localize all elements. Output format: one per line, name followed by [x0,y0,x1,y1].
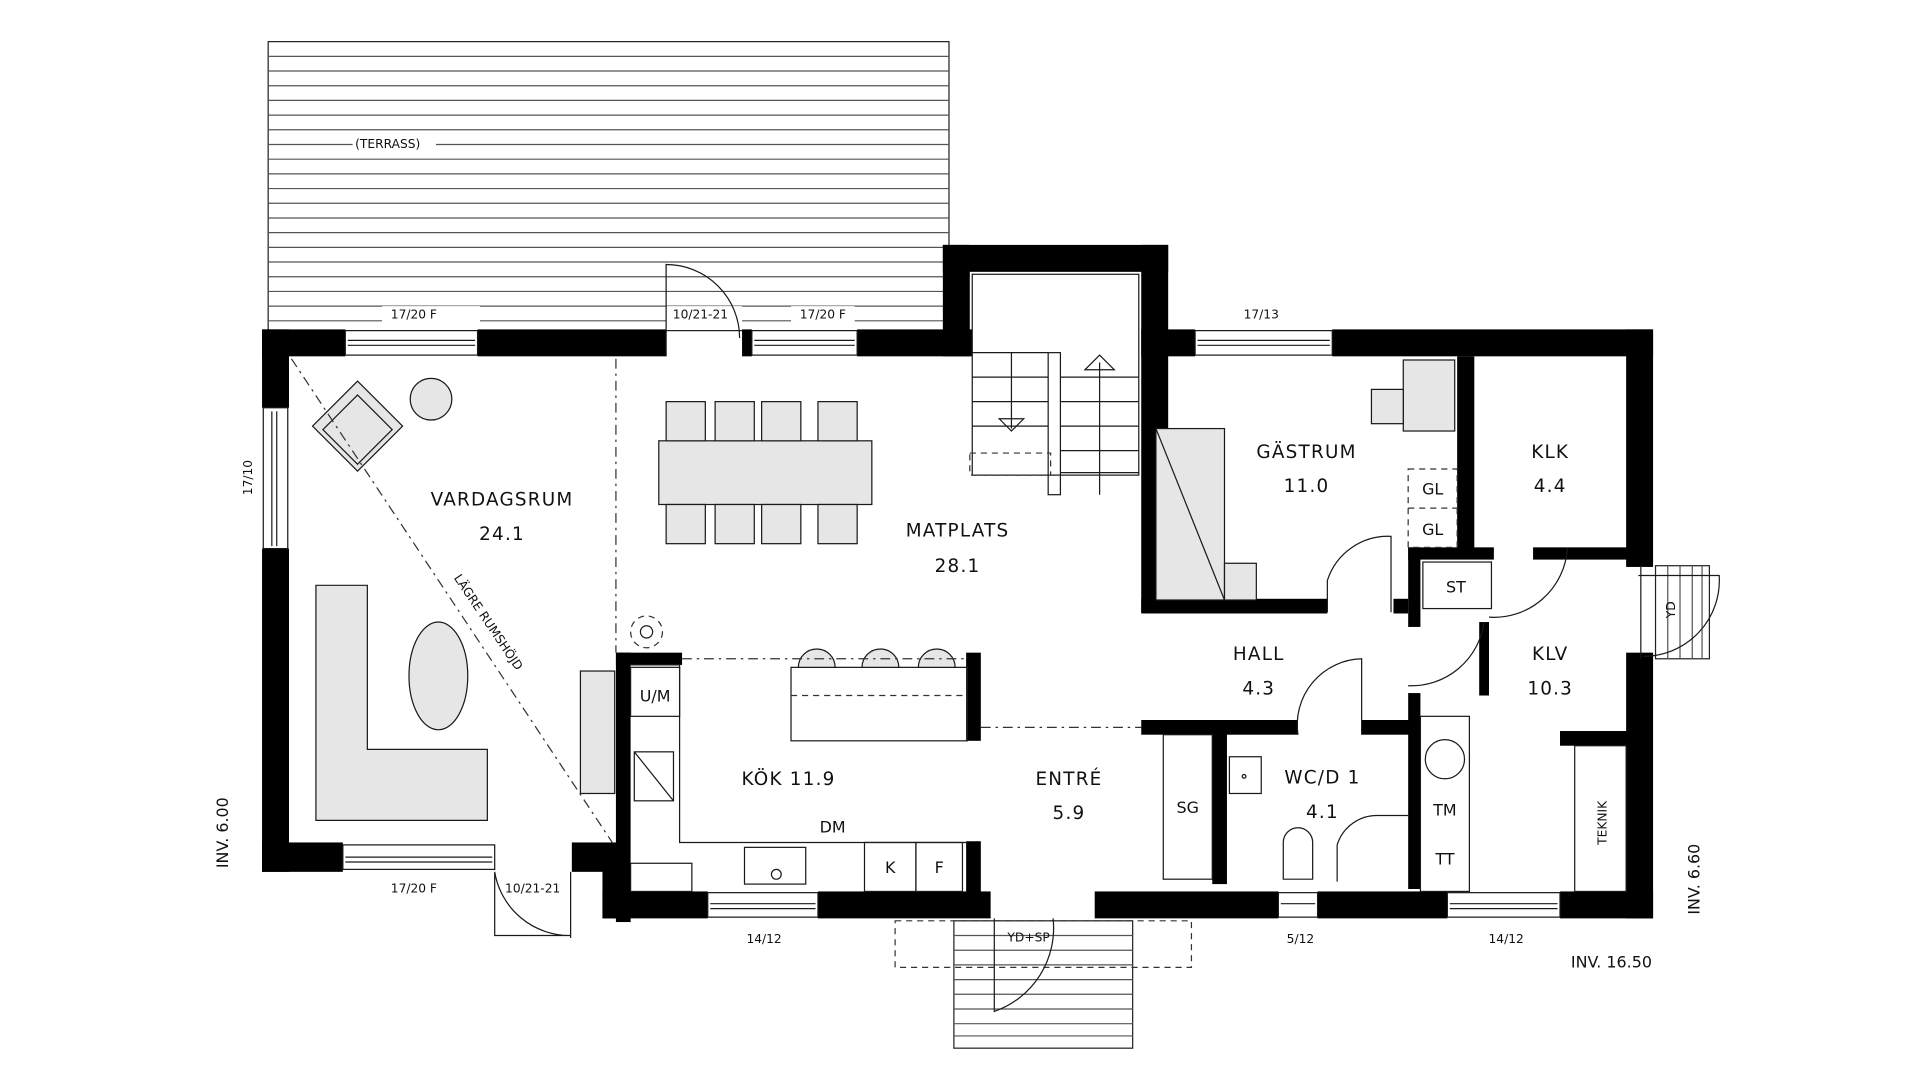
opening-labels: 17/20 F 17/20 F 17/13 17/10 17/20 F 14/1… [241,307,1678,945]
reference-lines [290,358,1142,843]
window-label-top-guest: 17/13 [1244,307,1279,321]
fixture-gl-1: GL [1422,480,1443,499]
walls [262,244,1654,923]
doors [494,263,1720,1013]
inv-left: INV. 6.00 [213,797,232,868]
room-name-klk: KLK [1531,442,1569,463]
fixture-sg: SG [1177,798,1199,817]
room-name-gastrum: GÄSTRUM [1256,442,1356,463]
terrace-label: (TERRASS) [355,137,420,151]
terrace: (TERRASS) [267,41,950,332]
room-area-matplats: 28.1 [935,556,981,577]
fixture-k: K [885,858,896,877]
fixture-teknik: TEKNIK [1596,800,1610,846]
room-name-entre: ENTRÉ [1035,768,1102,790]
fixture-tm: TM [1432,801,1456,820]
door-label-bottom-living: 10/21-21 [505,882,560,896]
window-label-left: 17/10 [241,460,255,495]
window-label-bottom-wc: 5/12 [1287,932,1314,946]
window-label-bottom-living: 17/20 F [391,882,437,896]
door-label-terrace: 10/21-21 [673,307,728,321]
room-name-wc: WC/D 1 [1284,768,1360,789]
fixture-gl-2: GL [1422,520,1443,539]
staircase [969,273,1140,496]
window-label-top-dining: 17/20 F [800,307,846,321]
room-area-entre: 5.9 [1053,803,1086,824]
inv-bottom: INV. 16.50 [1571,952,1652,971]
room-name-matplats: MATPLATS [906,520,1010,541]
room-area-wc: 4.1 [1306,802,1339,823]
fixture-um: U/M [640,687,671,706]
fixture-st: ST [1446,578,1466,597]
inv-right: INV. 6.60 [1685,844,1704,915]
room-area-gastrum: 11.0 [1284,476,1330,497]
room-area-klk: 4.4 [1534,476,1567,497]
room-labels: VARDAGSRUM 24.1 MATPLATS 28.1 GÄSTRUM 11… [431,442,1573,824]
side-steps [1654,565,1711,660]
room-area-hall: 4.3 [1242,678,1275,699]
window-label-bottom-kitchen: 14/12 [746,932,781,946]
room-name-kok: KÖK 11.9 [742,768,836,790]
fixture-dm: DM [820,818,846,837]
fixture-tt: TT [1434,849,1454,868]
room-name-hall: HALL [1233,644,1285,665]
fixture-f: F [935,858,944,877]
room-area-vardagsrum: 24.1 [479,524,525,545]
room-name-vardagsrum: VARDAGSRUM [431,490,574,511]
door-label-entry: YD+SP [1006,931,1049,945]
window-label-top-living: 17/20 F [391,307,437,321]
room-area-klv: 10.3 [1527,678,1573,699]
door-label-side: YD [1664,601,1678,619]
room-name-klv: KLV [1532,644,1568,665]
furniture [311,359,1627,893]
window-label-bottom-klv: 14/12 [1489,932,1524,946]
windows [262,330,1561,918]
entry-steps [894,920,1193,1049]
fixture-labels: U/M DM K F SG GL GL ST TM TT TEKNIK [640,480,1610,877]
